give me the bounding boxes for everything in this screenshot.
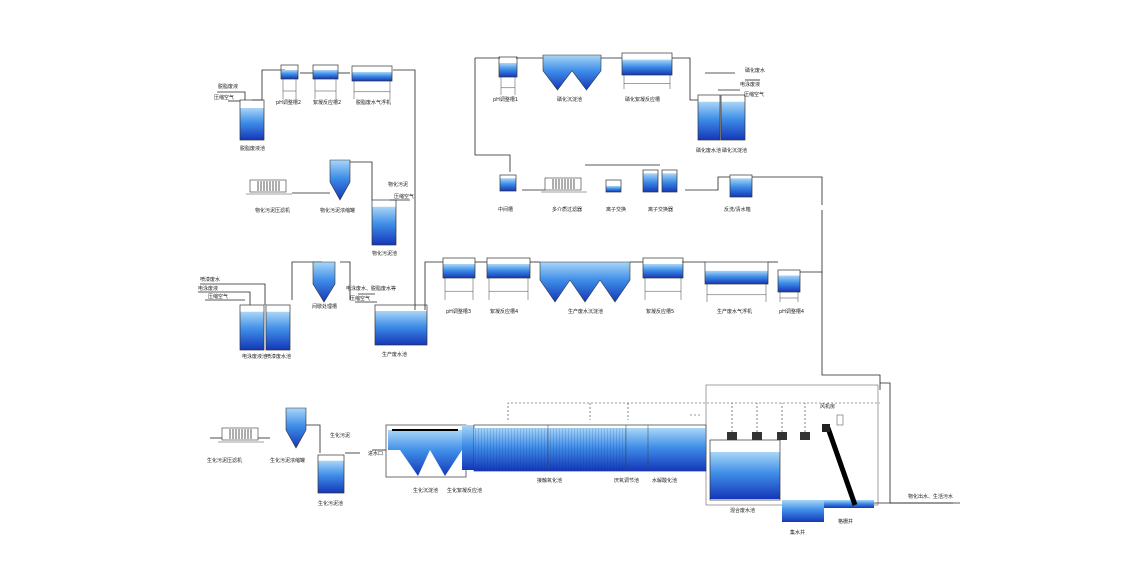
label-bio-press: 生化污泥压滤机	[207, 457, 242, 464]
label-compressed-air-5: 压缩空气	[744, 91, 764, 98]
ion-tank	[605, 179, 622, 193]
ph-tank3	[442, 257, 476, 300]
label-compressed-air-1: 压缩空气	[214, 94, 234, 101]
label-blower-room: 风机房	[820, 403, 835, 410]
backwash-tank	[729, 174, 753, 198]
label-ep-waste-pipe: 电泳废液	[740, 81, 760, 88]
label-phys-press: 物化污泥压滤机	[255, 207, 290, 214]
label-ph-tank1: pH调整槽1	[493, 96, 518, 103]
prod-settler	[539, 261, 631, 303]
batch-reactor	[312, 261, 336, 303]
label-coag-tank5: 絮凝反应槽5	[646, 308, 674, 315]
prod-flotation	[704, 261, 769, 302]
phos-pool	[720, 94, 746, 141]
bio-sludge-tank	[317, 454, 345, 494]
label-collection-well: 集水井	[790, 529, 805, 536]
label-backwash-tank: 反洗/清水箱	[724, 206, 751, 213]
ph-tank4	[777, 269, 801, 302]
label-degrease-flotation: 脱脂废水气浮机	[356, 99, 391, 106]
label-prod-flotation: 生产废水气浮机	[717, 308, 752, 315]
phos-tank	[697, 94, 721, 141]
phos-settler	[542, 54, 602, 91]
label-bio-sludge-tank: 生化污泥池	[318, 500, 343, 507]
phys-sludge-tank	[371, 199, 397, 246]
label-phos-coag: 磷化絮凝反应槽	[625, 96, 660, 103]
label-mixing-tank: 混合废水池	[730, 507, 755, 514]
label-compressed-air-3: 压缩空气	[208, 293, 228, 300]
label-coag-tank4: 絮凝反应槽4	[490, 308, 518, 315]
label-batch-reactor: 间歇处理槽	[312, 303, 337, 310]
middle-pool	[499, 174, 517, 192]
label-phos-tank: 磷化废水池	[696, 147, 721, 154]
ph-tank2	[280, 64, 299, 99]
degrease-flotation	[351, 65, 393, 99]
tanks-group	[218, 52, 801, 494]
labels-group: 脱脂废液 压缩空气 脱脂废液池 pH调整槽2 絮凝反应槽2 脱脂废水气浮机 物化…	[198, 67, 953, 536]
label-ep-tank: 电泳废液池	[242, 353, 267, 360]
label-spray-tank: 喷漆废水池	[266, 353, 291, 360]
ep-tank	[239, 304, 265, 351]
coag-tank5	[642, 257, 684, 300]
coag-tank2	[312, 64, 339, 99]
phos-coag	[621, 52, 673, 89]
label-bio-settler: 生化沉淀池	[413, 487, 438, 494]
phys-press	[246, 179, 292, 195]
label-degrease-tank: 脱脂废液池	[240, 145, 265, 152]
ion-ex-b	[661, 169, 678, 193]
label-hydrolysis: 水解酸化池	[652, 477, 677, 484]
degrease-tank	[239, 99, 265, 141]
label-ph-tank4: pH调整槽4	[779, 308, 804, 315]
label-inlet: 进水口	[368, 450, 383, 457]
coag-tank4	[486, 257, 531, 300]
label-anaerobic: 厌氧调节池	[614, 477, 639, 484]
label-phys-thickener: 物化污泥浓缩罐	[320, 207, 355, 214]
blower-units	[727, 403, 810, 440]
label-bio-coag: 生化絮凝反应池	[447, 487, 482, 494]
phys-thickener	[329, 159, 351, 201]
label-phos-water: 磷化废水	[745, 67, 765, 74]
label-bio-thickener: 生化污泥浓缩罐	[270, 457, 305, 464]
label-middle-pool: 中间槽	[498, 206, 513, 213]
label-ph-tank2: pH调整槽2	[276, 99, 301, 106]
label-ion-ex: 离子交换器	[648, 206, 673, 213]
bio-press	[218, 427, 264, 443]
label-compressed-air-2: 压缩空气	[394, 193, 414, 200]
ion-ex-a	[642, 169, 659, 193]
label-ph-tank3: pH调整槽3	[446, 308, 471, 315]
label-ep-pipe2: 电泳废水、脱脂废水等	[346, 285, 396, 292]
label-ion-tank: 离子交换	[606, 206, 626, 213]
label-contact-oxidation: 接触氧化池	[537, 477, 562, 484]
label-phos-settler: 磷化沉淀池	[557, 96, 582, 103]
label-degrease-pipe: 脱脂废液	[218, 83, 238, 90]
label-phys-sludge: 物化污泥	[388, 181, 408, 188]
label-phys-sludge-tank: 物化污泥池	[372, 250, 397, 257]
label-coag-tank2: 絮凝反应槽2	[313, 99, 341, 106]
multi-filter	[541, 177, 587, 193]
label-bio-sludge: 生化污泥	[330, 432, 350, 439]
label-prod-tank: 生产废水池	[382, 351, 407, 358]
pipe-network	[198, 57, 960, 504]
label-compressed-air-4: 压缩空气	[350, 295, 370, 302]
label-prod-settler: 生产废水沉淀池	[568, 308, 603, 315]
ph-tank1	[498, 56, 518, 95]
label-phos-pool: 磷化沉淀池	[722, 147, 747, 154]
label-outlet: 物化出水、生活污水	[908, 493, 953, 500]
label-multi-filter: 多介质过滤器	[552, 206, 582, 213]
label-ep-water: 电泳废液	[198, 285, 218, 292]
label-spray-water: 喷漆废水	[200, 276, 220, 283]
spray-tank	[265, 304, 291, 351]
prod-tank	[374, 304, 428, 346]
label-screen-well: 格栅井	[838, 518, 853, 525]
bio-system	[385, 384, 879, 522]
bio-thickener	[285, 407, 307, 449]
